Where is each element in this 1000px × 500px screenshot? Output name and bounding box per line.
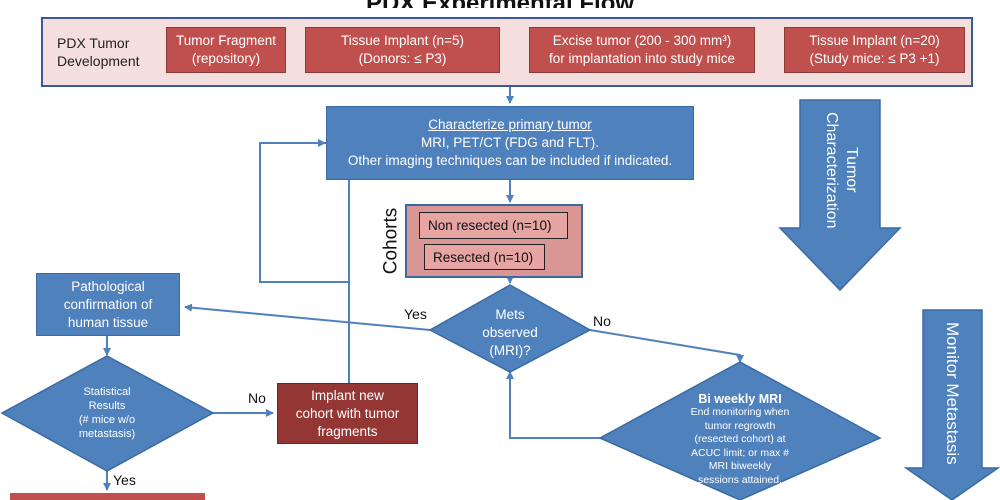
implant-new-cohort-box: Implant new cohort with tumor fragments <box>277 383 418 444</box>
mets-question: Mets observed (MRI)? <box>455 303 565 363</box>
pdx-label: PDX Tumor Development <box>57 35 140 69</box>
statistical-question: Statistical Results (# mice w/o metastas… <box>52 378 162 448</box>
tissue-implant-study-line2: (Study mice: ≤ P3 +1) <box>809 51 940 66</box>
monitor-metastasis-label: Monitor Metastasis <box>926 318 978 468</box>
pathological-box: Pathological confirmation of human tissu… <box>36 273 180 336</box>
mets-diamond <box>428 284 592 373</box>
cohorts-label-wrap: Cohorts <box>376 205 406 277</box>
mri-heading: Bi weekly MRI <box>698 391 782 406</box>
excise-tumor-line2: for implantation into study mice <box>548 51 736 66</box>
pathological-line2: confirmation of <box>63 296 153 312</box>
mri-line3: (resected cohort) at <box>694 433 786 446</box>
implant-new-line1: Implant new <box>311 387 384 403</box>
mri-line5: MRI biweekly <box>708 460 772 473</box>
monitor-metastasis-arrow <box>903 309 1000 500</box>
tumor-characterization-label: Tumor Characterization <box>806 106 876 234</box>
cohorts-label: Cohorts <box>380 207 401 275</box>
tissue-implant-study-line1: Tissue Implant (n=20) <box>809 33 940 48</box>
statistical-line2: Results <box>88 400 126 412</box>
stats-yes-label: Yes <box>113 472 136 488</box>
mets-line3: (MRI)? <box>489 343 531 358</box>
tumor-fragment-line1: Tumor Fragment <box>175 33 277 48</box>
characterize-line1: MRI, PET/CT (FDG and FLT). <box>420 135 600 150</box>
statistical-line3: (# mice w/o <box>78 414 136 426</box>
mri-line6: sessions attained. <box>697 473 783 486</box>
arrow-mets-no <box>589 329 744 363</box>
tissue-implant-donor-line2: (Donors: ≤ P3) <box>358 51 447 66</box>
mets-line1: Mets <box>495 307 525 322</box>
implant-new-line2: cohort with tumor <box>295 405 400 421</box>
characterize-line2: Other imaging techniques can be included… <box>347 153 673 168</box>
mri-line1: End monitoring when <box>690 406 790 419</box>
statistical-line4: metastasis) <box>78 428 136 440</box>
arrow-mri-loop <box>506 371 640 439</box>
mri-diamond <box>598 361 882 500</box>
tissue-implant-donor-box: Tissue Implant (n=5) (Donors: ≤ P3) <box>305 27 500 73</box>
tumor-char-line1: Tumor <box>843 147 860 193</box>
tissue-implant-study-box: Tissue Implant (n=20) (Study mice: ≤ P3 … <box>784 27 965 73</box>
bottom-result-box <box>10 493 205 500</box>
cohort-non-resected: Non resected (n=10) <box>419 212 568 239</box>
statistical-line1: Statistical <box>83 386 131 398</box>
characterize-heading: Characterize primary tumor <box>428 117 592 132</box>
excise-tumor-box: Excise tumor (200 - 300 mm³) for implant… <box>529 27 755 73</box>
implant-new-line3: fragments <box>317 423 378 439</box>
monitor-metastasis-text: Monitor Metastasis <box>943 321 962 465</box>
mets-line2: observed <box>482 325 538 340</box>
arrow-mets-yes <box>184 303 431 331</box>
mri-line2: tumor regrowth <box>704 419 776 432</box>
diagram-title: PDX Experimental Flow <box>250 0 750 8</box>
tumor-fragment-box: Tumor Fragment (repository) <box>166 27 286 73</box>
pathological-line3: human tissue <box>67 314 149 330</box>
mets-yes-label: Yes <box>404 306 427 322</box>
excise-tumor-line1: Excise tumor (200 - 300 mm³) <box>552 33 732 48</box>
cohort-resected: Resected (n=10) <box>424 244 545 270</box>
tissue-implant-donor-line1: Tissue Implant (n=5) <box>341 33 464 48</box>
characterize-tumor-box: Characterize primary tumor MRI, PET/CT (… <box>326 106 694 180</box>
tumor-characterization-arrow <box>778 99 902 292</box>
mets-no-label: No <box>593 313 611 329</box>
mri-line4: ACUC limit; or max # <box>690 446 789 459</box>
stats-diamond <box>0 355 215 472</box>
stats-no-label: No <box>248 390 266 406</box>
tumor-char-line2: Characterization <box>823 111 840 229</box>
tumor-fragment-line2: (repository) <box>191 51 261 66</box>
mri-text: Bi weekly MRI End monitoring when tumor … <box>665 384 815 496</box>
pathological-line1: Pathological <box>71 278 145 294</box>
